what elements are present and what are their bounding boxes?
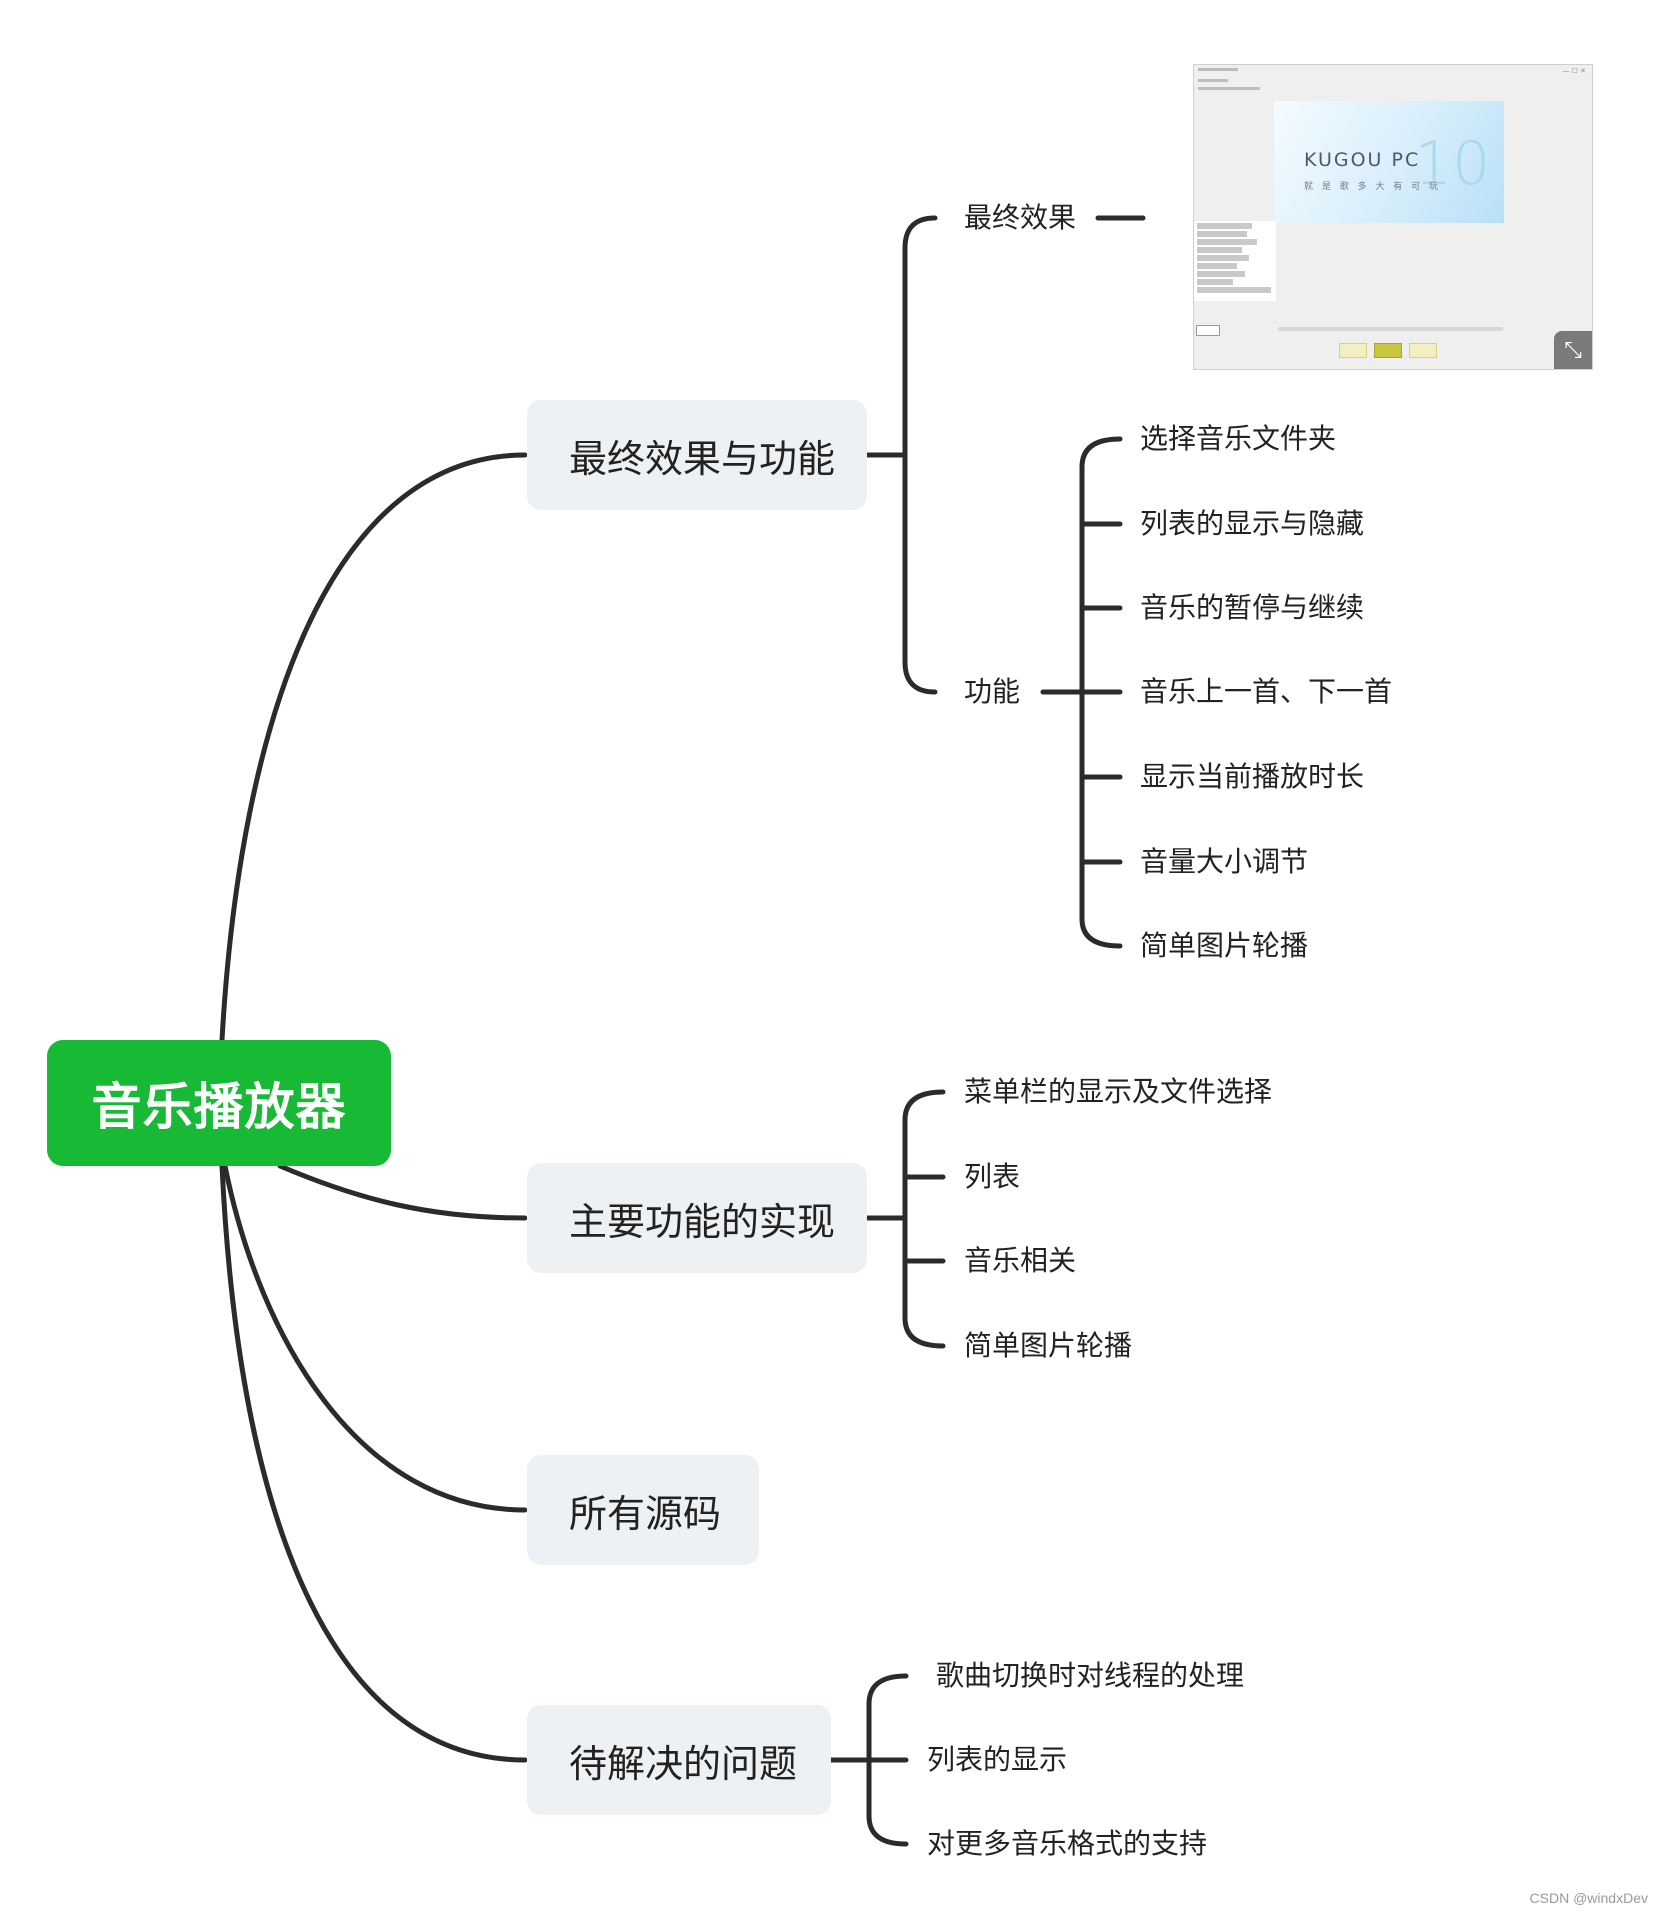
thumbnail-menu-bar xyxy=(1198,79,1228,82)
function-item[interactable]: 音乐上一首、下一首 xyxy=(1140,675,1393,708)
connector-root-to-impl xyxy=(277,1163,528,1221)
function-item[interactable]: 选择音乐文件夹 xyxy=(1140,422,1337,455)
bracket-final xyxy=(902,215,938,695)
thumbnail-path-line xyxy=(1198,87,1260,90)
problem-item[interactable]: 对更多音乐格式的支持 xyxy=(927,1827,1208,1860)
implementation-item[interactable]: 音乐相关 xyxy=(964,1244,1077,1277)
problem-item[interactable]: 列表的显示 xyxy=(927,1743,1068,1776)
connector-root-to-source xyxy=(222,1163,528,1513)
banner-version-text: 10 xyxy=(1414,129,1491,199)
implementation-item[interactable]: 菜单栏的显示及文件选择 xyxy=(964,1075,1273,1108)
thumbnail-banner-image: KUGOU PC 10 就 是 歌 多 大 有 可 玩 xyxy=(1274,101,1504,223)
function-item[interactable]: 列表的显示与隐藏 xyxy=(1140,507,1365,540)
thumbnail-window-controls: — ☐ ✕ xyxy=(1562,67,1586,75)
function-item[interactable]: 简单图片轮播 xyxy=(1140,929,1309,962)
watermark: CSDN @windxDev xyxy=(1529,1890,1648,1906)
implementation-item[interactable]: 列表 xyxy=(964,1160,1021,1193)
thumbnail-prev-button xyxy=(1339,343,1367,358)
thumbnail-progress-slider xyxy=(1278,327,1503,331)
thumbnail-list-button xyxy=(1196,325,1220,336)
branch-label: 所有源码 xyxy=(569,1491,722,1536)
connector-root-to-problems xyxy=(219,1163,528,1763)
banner-logo-text: KUGOU PC xyxy=(1304,149,1421,171)
branch-final-effect[interactable]: 最终效果与功能 xyxy=(527,400,867,510)
root-label: 音乐播放器 xyxy=(91,1078,347,1136)
branch-source-code[interactable]: 所有源码 xyxy=(527,1455,759,1565)
thumbnail-song-list xyxy=(1194,221,1276,301)
branch-problems[interactable]: 待解决的问题 xyxy=(527,1705,831,1815)
branch-label: 主要功能的实现 xyxy=(569,1199,836,1244)
function-item[interactable]: 音乐的暂停与继续 xyxy=(1140,591,1365,624)
thumbnail-play-button xyxy=(1374,343,1402,358)
node-functions[interactable]: 功能 xyxy=(964,675,1021,708)
connector-root-to-final xyxy=(219,452,528,1043)
root-node[interactable]: 音乐播放器 xyxy=(47,1040,391,1166)
bracket-impl xyxy=(902,1089,946,1349)
branch-implementation[interactable]: 主要功能的实现 xyxy=(527,1163,867,1273)
function-item[interactable]: 音量大小调节 xyxy=(1140,845,1309,878)
branch-label: 待解决的问题 xyxy=(569,1741,798,1786)
branch-label: 最终效果与功能 xyxy=(569,436,836,481)
player-screenshot-thumbnail[interactable]: — ☐ ✕ KUGOU PC 10 就 是 歌 多 大 有 可 玩 ⤡ xyxy=(1193,64,1593,370)
implementation-item[interactable]: 简单图片轮播 xyxy=(964,1329,1133,1362)
function-item[interactable]: 显示当前播放时长 xyxy=(1140,760,1365,793)
thumbnail-next-button xyxy=(1409,343,1437,358)
thumbnail-title-bar xyxy=(1198,68,1238,71)
problem-item[interactable]: 歌曲切换时对线程的处理 xyxy=(936,1659,1245,1692)
expand-icon[interactable]: ⤡ xyxy=(1554,331,1592,369)
banner-tagline: 就 是 歌 多 大 有 可 玩 xyxy=(1304,182,1442,192)
node-final-effect[interactable]: 最终效果 xyxy=(964,201,1077,234)
